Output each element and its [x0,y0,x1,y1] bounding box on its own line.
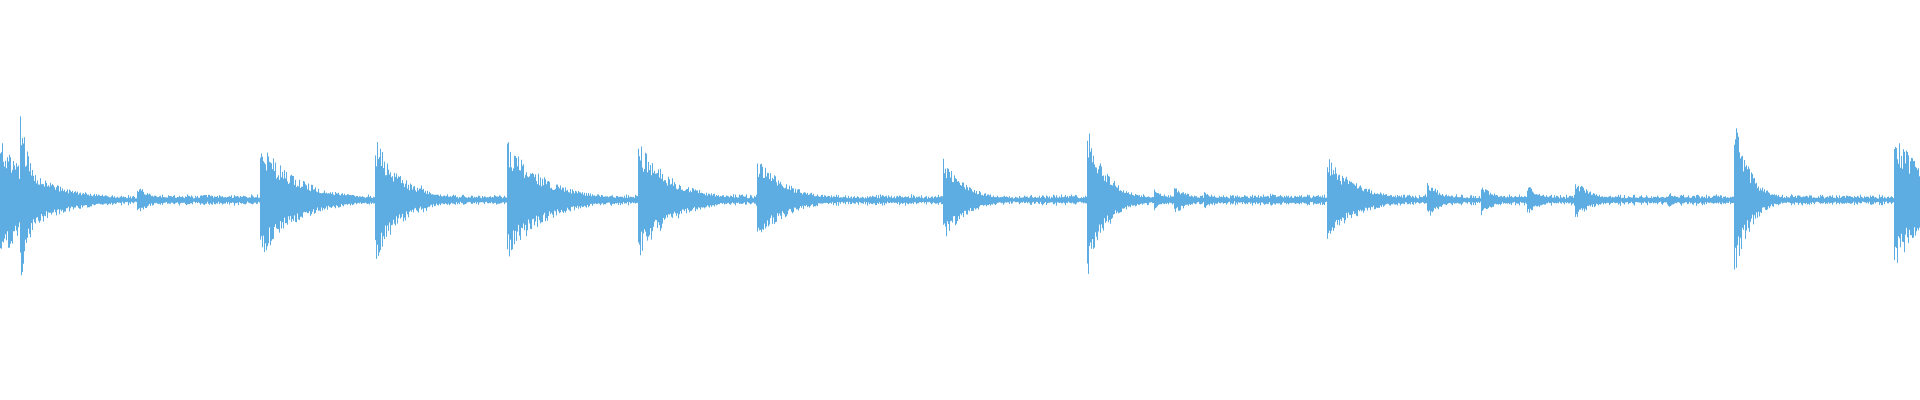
waveform-signal [0,116,1920,276]
